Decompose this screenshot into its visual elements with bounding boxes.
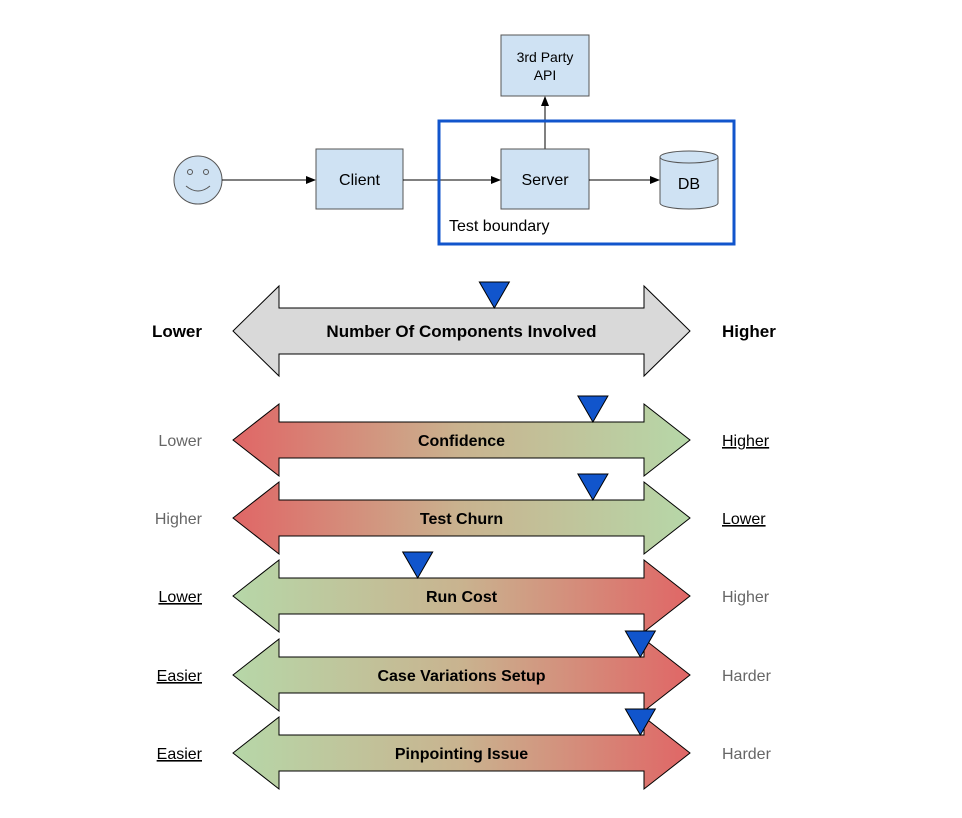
api-label-line2: API: [534, 67, 557, 83]
scale-right-end-label: Harder: [722, 668, 772, 685]
double-arrow-bar: [232, 715, 691, 791]
position-marker-triangle: [624, 630, 657, 659]
scale-right-end-label: Harder: [722, 746, 772, 763]
db-label: DB: [678, 176, 700, 193]
server-node: Server: [500, 148, 590, 210]
database-node: DB: [659, 150, 719, 210]
scale-left-end-label: Easier: [157, 668, 203, 685]
scale-left-end-label: Lower: [152, 322, 202, 341]
scale-label: Run Cost: [426, 589, 498, 606]
scale-label: Number Of Components Involved: [326, 322, 596, 341]
scale-label: Test Churn: [420, 511, 503, 528]
position-marker-triangle: [478, 281, 511, 310]
scale-right-end-label: Higher: [722, 433, 770, 450]
double-arrow-bar: [232, 637, 691, 713]
server-label: Server: [521, 172, 569, 189]
scale-label: Case Variations Setup: [377, 668, 545, 685]
scale-left-end-label: Easier: [157, 746, 203, 763]
scale-test-churn: Test Churn Higher Lower: [155, 473, 766, 556]
scale-left-end-label: Lower: [158, 589, 202, 606]
test-boundary-frame: [437, 119, 736, 246]
scale-right-end-label: Lower: [722, 511, 766, 528]
position-marker-triangle: [577, 473, 609, 502]
test-boundary-label: Test boundary: [449, 218, 550, 235]
client-node: Client: [315, 148, 404, 210]
third-party-api-node: 3rd Party API: [500, 34, 590, 97]
scale-run-cost: Run Cost Lower Higher: [158, 551, 770, 634]
scale-left-end-label: Lower: [158, 433, 202, 450]
scale-left-end-label: Higher: [155, 511, 203, 528]
double-arrow-bar: [232, 480, 691, 556]
scale-pinpointing-issue: Pinpointing Issue Easier Harder: [157, 708, 772, 791]
scale-right-end-label: Higher: [722, 589, 770, 606]
position-marker-triangle: [624, 708, 657, 737]
smiley-face-icon: [173, 155, 223, 205]
double-arrow-bar: [232, 402, 691, 478]
scale-number-of-components-involved: Number Of Components Involved Lower Higher: [152, 281, 776, 378]
double-arrow-bar: [232, 284, 691, 378]
client-label: Client: [339, 172, 380, 189]
scale-confidence: Confidence Lower Higher: [158, 395, 770, 478]
position-marker-triangle: [577, 395, 609, 424]
scale-label: Pinpointing Issue: [395, 746, 528, 763]
api-label-line1: 3rd Party: [517, 49, 574, 65]
position-marker-triangle: [401, 551, 434, 580]
scale-case-variations-setup: Case Variations Setup Easier Harder: [157, 630, 772, 713]
scale-label: Confidence: [418, 433, 505, 450]
double-arrow-bar: [232, 558, 691, 634]
scale-right-end-label: Higher: [722, 322, 776, 341]
architecture-diagram: Client 3rd Party API Test boundary Serve…: [173, 34, 736, 246]
